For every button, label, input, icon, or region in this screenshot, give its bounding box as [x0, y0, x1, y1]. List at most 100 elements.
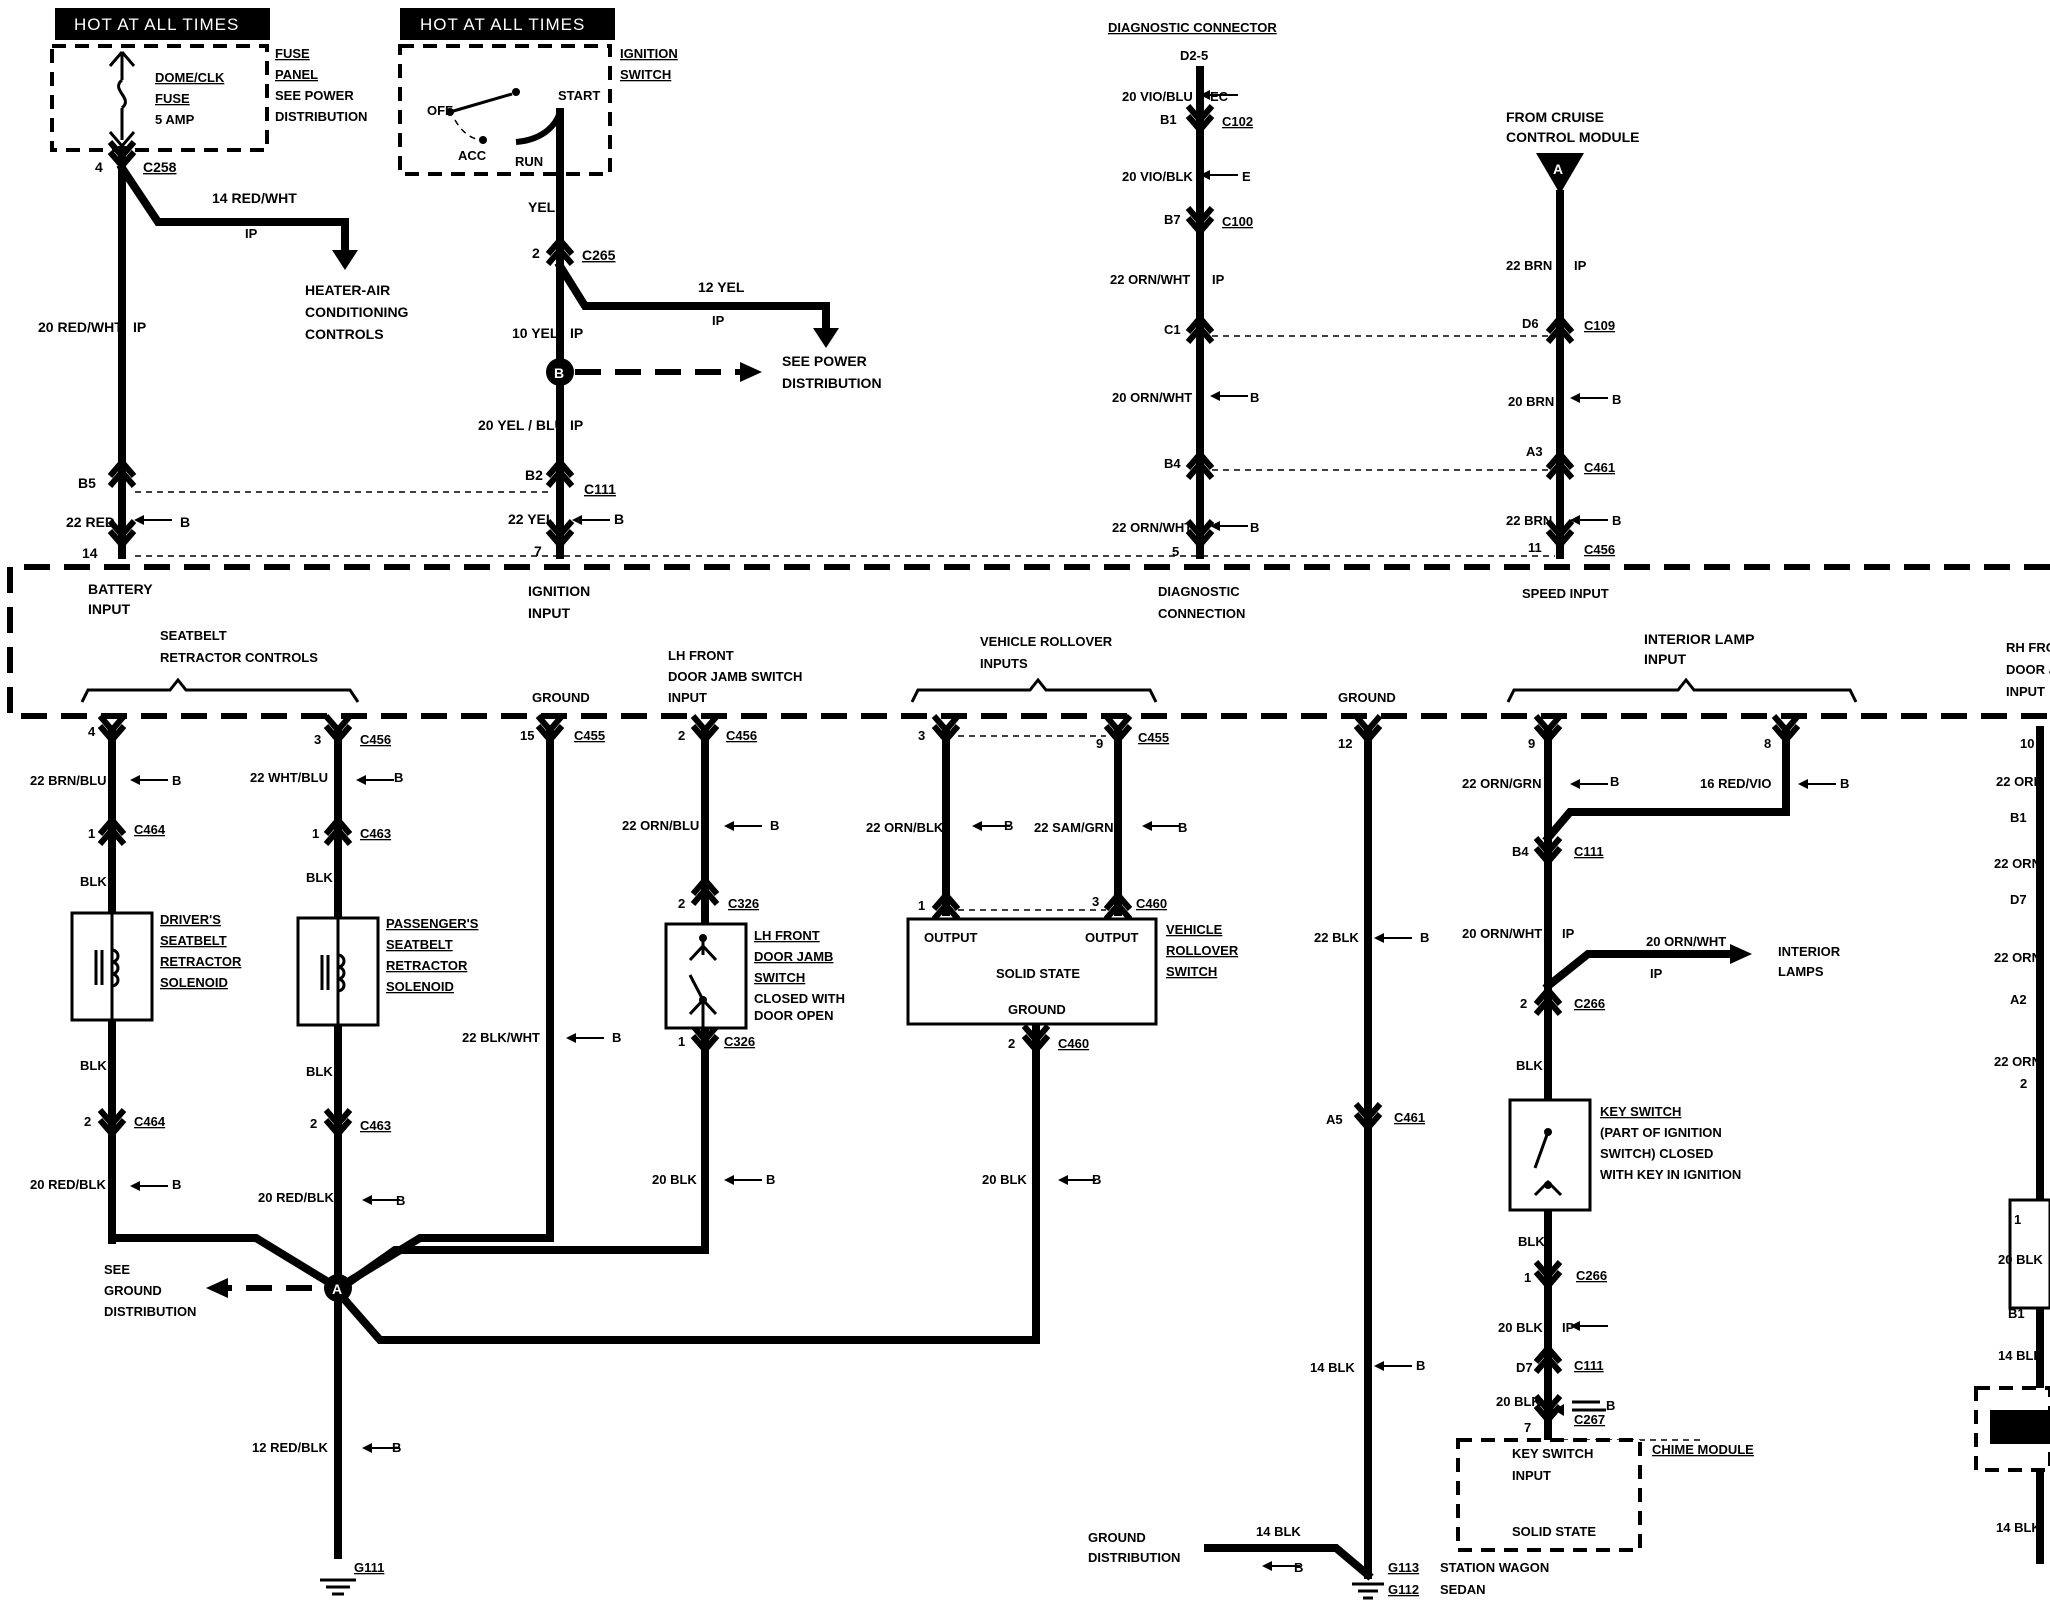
wire-location: B	[1250, 520, 1259, 535]
rollover-output-2: OUTPUT	[1085, 930, 1139, 945]
wire-location: B	[180, 514, 190, 530]
wire-location: B	[1004, 818, 1013, 833]
interior-lamp-input-label-2: INPUT	[1644, 651, 1686, 667]
wire-label: 22 BRN	[1506, 258, 1552, 273]
passenger-solenoid-label-2: SEATBELT	[386, 937, 453, 952]
pin-label: 1	[88, 826, 95, 841]
fuse-name-2: FUSE	[155, 91, 190, 106]
wire-label: 12 RED/BLK	[252, 1440, 328, 1455]
lh-door-input-label: LH FRONT	[668, 648, 734, 663]
pin-label: 5	[1172, 544, 1179, 559]
wire-label: 10 YEL	[512, 325, 559, 341]
connector-c111: C111	[1574, 844, 1604, 859]
pin-label: 2	[2020, 1076, 2027, 1091]
wire-location: EC	[1210, 89, 1229, 104]
rh-door-input-label-2: DOOR J	[2006, 662, 2050, 677]
wire-location: B	[1420, 930, 1429, 945]
see-ground-label-3: DISTRIBUTION	[104, 1304, 196, 1319]
fuse-panel-note: FUSE	[275, 46, 310, 61]
driver-solenoid-label-3: RETRACTOR	[160, 954, 242, 969]
pin-label: 9	[1096, 736, 1103, 751]
connector-c100: C100	[1222, 214, 1253, 229]
right-ground-circuit	[1204, 716, 1413, 1600]
connector-c266: C266	[1574, 996, 1605, 1011]
key-switch-label: KEY SWITCH	[1600, 1104, 1681, 1119]
wire-label: 20 BRN	[1508, 394, 1554, 409]
connector-c456: C456	[1584, 542, 1615, 557]
connector-mark	[538, 716, 562, 740]
connector-c460: C460	[1136, 896, 1167, 911]
wire-location: B	[1606, 1398, 1615, 1413]
pin-label: 1	[312, 826, 319, 841]
key-switch-label-3: SWITCH) CLOSED	[1600, 1146, 1713, 1161]
wire-location: IP	[1562, 926, 1575, 941]
passenger-circuit	[326, 716, 401, 1559]
wire-location: B	[172, 773, 181, 788]
wire-label: 22 BRN/BLU	[30, 773, 107, 788]
wire-label: 22 ORN/WHT	[1112, 520, 1192, 535]
wire-label: 20 BLK	[1496, 1394, 1541, 1409]
lh-door-switch-box	[664, 922, 748, 1030]
wire-location: IP	[1562, 1320, 1575, 1335]
pin-label: 1	[1524, 1270, 1531, 1285]
pin-label: 7	[1524, 1420, 1531, 1435]
wire-label: BLK	[80, 1058, 107, 1073]
cruise-module-label: FROM CRUISE	[1506, 109, 1604, 125]
pin-label: 1	[678, 1034, 685, 1049]
wire-location: IP	[245, 226, 258, 241]
wire-location: IP	[712, 313, 725, 328]
ground-g113: G113	[1388, 1560, 1419, 1575]
wire-label: 20 BLK	[652, 1172, 697, 1187]
wire-label: 14 RED/WHT	[212, 190, 297, 206]
solenoid-icon	[94, 913, 120, 1020]
chime-module-box	[1456, 1438, 1642, 1552]
connector-c111: C111	[1574, 1358, 1604, 1373]
interior-lamps-label: INTERIOR	[1778, 944, 1841, 959]
connector-c463: C463	[360, 826, 391, 841]
pin-label: 9	[1528, 736, 1535, 751]
wire-location: B	[396, 1193, 405, 1208]
wire-label: BLK	[80, 874, 107, 889]
pin-label: A3	[1526, 444, 1543, 459]
pin-label: 4	[88, 724, 96, 739]
fuse-panel-note-3: SEE POWER	[275, 88, 354, 103]
connector-c326: C326	[724, 1034, 755, 1049]
pin-label: 3	[918, 728, 925, 743]
pin-label: B4	[1512, 844, 1529, 859]
ignition-input-label-2: INPUT	[528, 605, 570, 621]
wire-label: 22 ORN/GRN	[1462, 776, 1541, 791]
fuse-panel-note-2: PANEL	[275, 67, 318, 82]
pin-label: 10	[2020, 736, 2034, 751]
connector-c326: C326	[728, 896, 759, 911]
pin-label: A2	[2010, 992, 2027, 1007]
pin-label: A5	[1326, 1112, 1343, 1127]
connector-c109: C109	[1584, 318, 1615, 333]
splice-b	[546, 358, 574, 386]
wire-label: 20 ORN/WHT	[1462, 926, 1542, 941]
wire-label: 20 YEL / BLU	[478, 417, 565, 433]
connector-c455: C455	[574, 728, 605, 743]
connector-c461: C461	[1394, 1110, 1425, 1125]
wire-label: 12 YEL	[698, 279, 745, 295]
speed-input-label: SPEED INPUT	[1522, 586, 1609, 601]
ground-splice-wires	[108, 726, 1040, 1596]
wire-location: B	[1610, 774, 1619, 789]
wire-label: 20 BLK	[1998, 1252, 2043, 1267]
door-switch-icon	[688, 934, 718, 1028]
seatbelt-brace	[80, 677, 360, 703]
fuse-icon	[108, 51, 136, 149]
pin-label: 12	[1338, 736, 1352, 751]
fuse-hot-label: HOT AT ALL TIMES	[74, 15, 239, 34]
connector-c461: C461	[1584, 460, 1615, 475]
wire-label: BLK	[306, 1064, 333, 1079]
wire-label: 22 YEL	[508, 511, 555, 527]
diagnostic-connection-label: DIAGNOSTIC	[1158, 584, 1240, 599]
wire-location: IP	[1574, 258, 1587, 273]
diagnostic-circuit	[1188, 66, 1249, 559]
rollover-inputs-label: VEHICLE ROLLOVER	[980, 634, 1113, 649]
rollover-switch-label: VEHICLE	[1166, 922, 1223, 937]
ignition-hot-badge	[400, 8, 615, 40]
pin-label: B4	[1164, 456, 1181, 471]
wire-label: 22 ORN/BLK	[866, 820, 944, 835]
wire-location: B	[770, 818, 779, 833]
